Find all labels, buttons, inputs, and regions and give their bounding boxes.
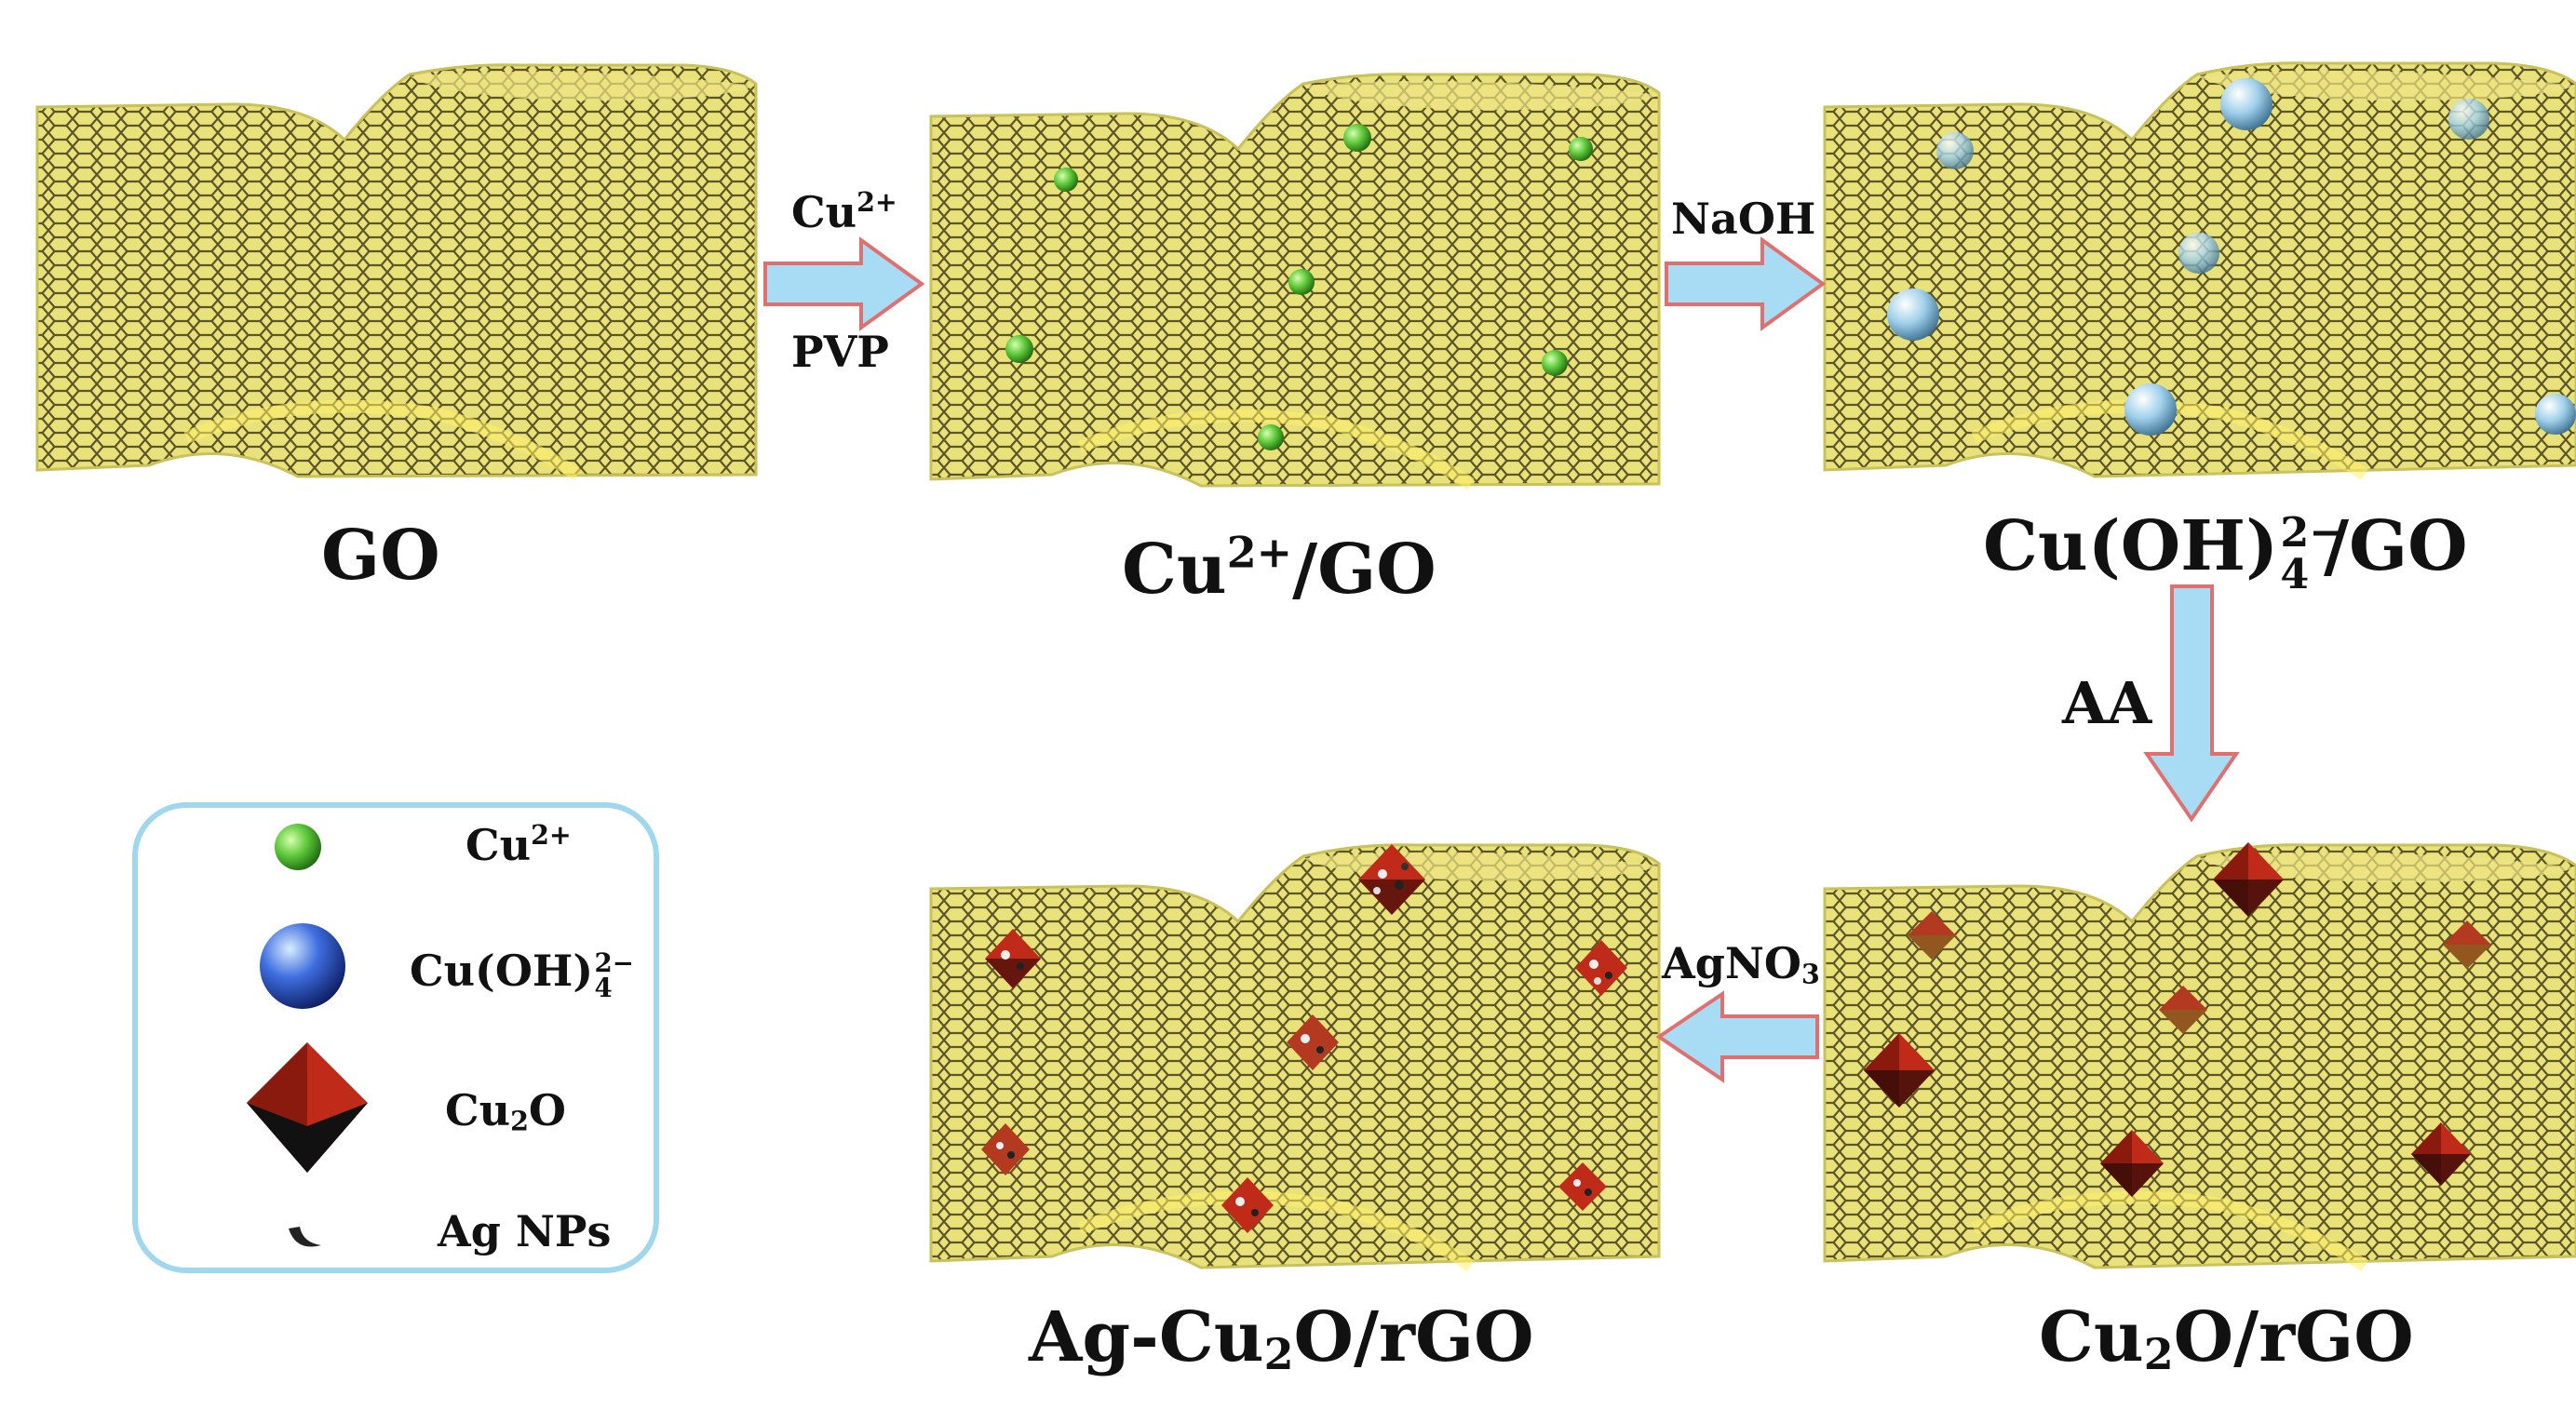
legend-cu2-label: Cu2+ xyxy=(465,818,572,870)
legend-cu2-icon xyxy=(275,824,321,870)
label-go: GO xyxy=(321,521,440,590)
arrow1-label-bottom: PVP xyxy=(791,327,889,377)
cuoh-particles xyxy=(1887,78,2576,436)
sheet-go xyxy=(35,63,758,480)
arrow2-label: NaOH xyxy=(1671,194,1816,244)
label-cuoh-go: Cu(OH)2−4/GO xyxy=(1983,506,2468,598)
sheet-ag-cu2o-rgo xyxy=(929,843,1661,1271)
arrow4-label: AgNO3 xyxy=(1662,938,1820,990)
legend-box xyxy=(132,802,659,1273)
legend-cuoh-label: Cu(OH)2−4 xyxy=(410,946,634,1004)
label-ag-cu2o-rgo: Ag-Cu2O/rGO xyxy=(1029,1297,1534,1380)
legend-cu2o-icon xyxy=(247,1042,368,1173)
label-cu2o-rgo: Cu2O/rGO xyxy=(2039,1297,2414,1380)
arrow-1 xyxy=(763,236,925,331)
label-go-text: GO xyxy=(321,516,440,596)
legend-cu2o-label: Cu2O xyxy=(445,1085,566,1137)
sheet-cu2o-rgo xyxy=(1823,843,2576,1271)
arrow-2 xyxy=(1665,236,1827,331)
label-cu-go: Cu2+/GO xyxy=(1122,527,1436,610)
arrow1-label-top: Cu2+ xyxy=(791,185,897,237)
arrow3-label: AA xyxy=(2062,669,2152,737)
arrow-3 xyxy=(2143,584,2240,823)
arrow-4 xyxy=(1655,990,1819,1083)
legend-cuoh-icon xyxy=(260,923,345,1009)
legend-ag-icon xyxy=(289,1227,321,1247)
legend-ag-label: Ag NPs xyxy=(438,1206,612,1256)
cu2-particles xyxy=(1005,124,1593,450)
cu2o-particles xyxy=(1864,842,2491,1197)
ag-cu2o-particles xyxy=(981,844,1627,1233)
